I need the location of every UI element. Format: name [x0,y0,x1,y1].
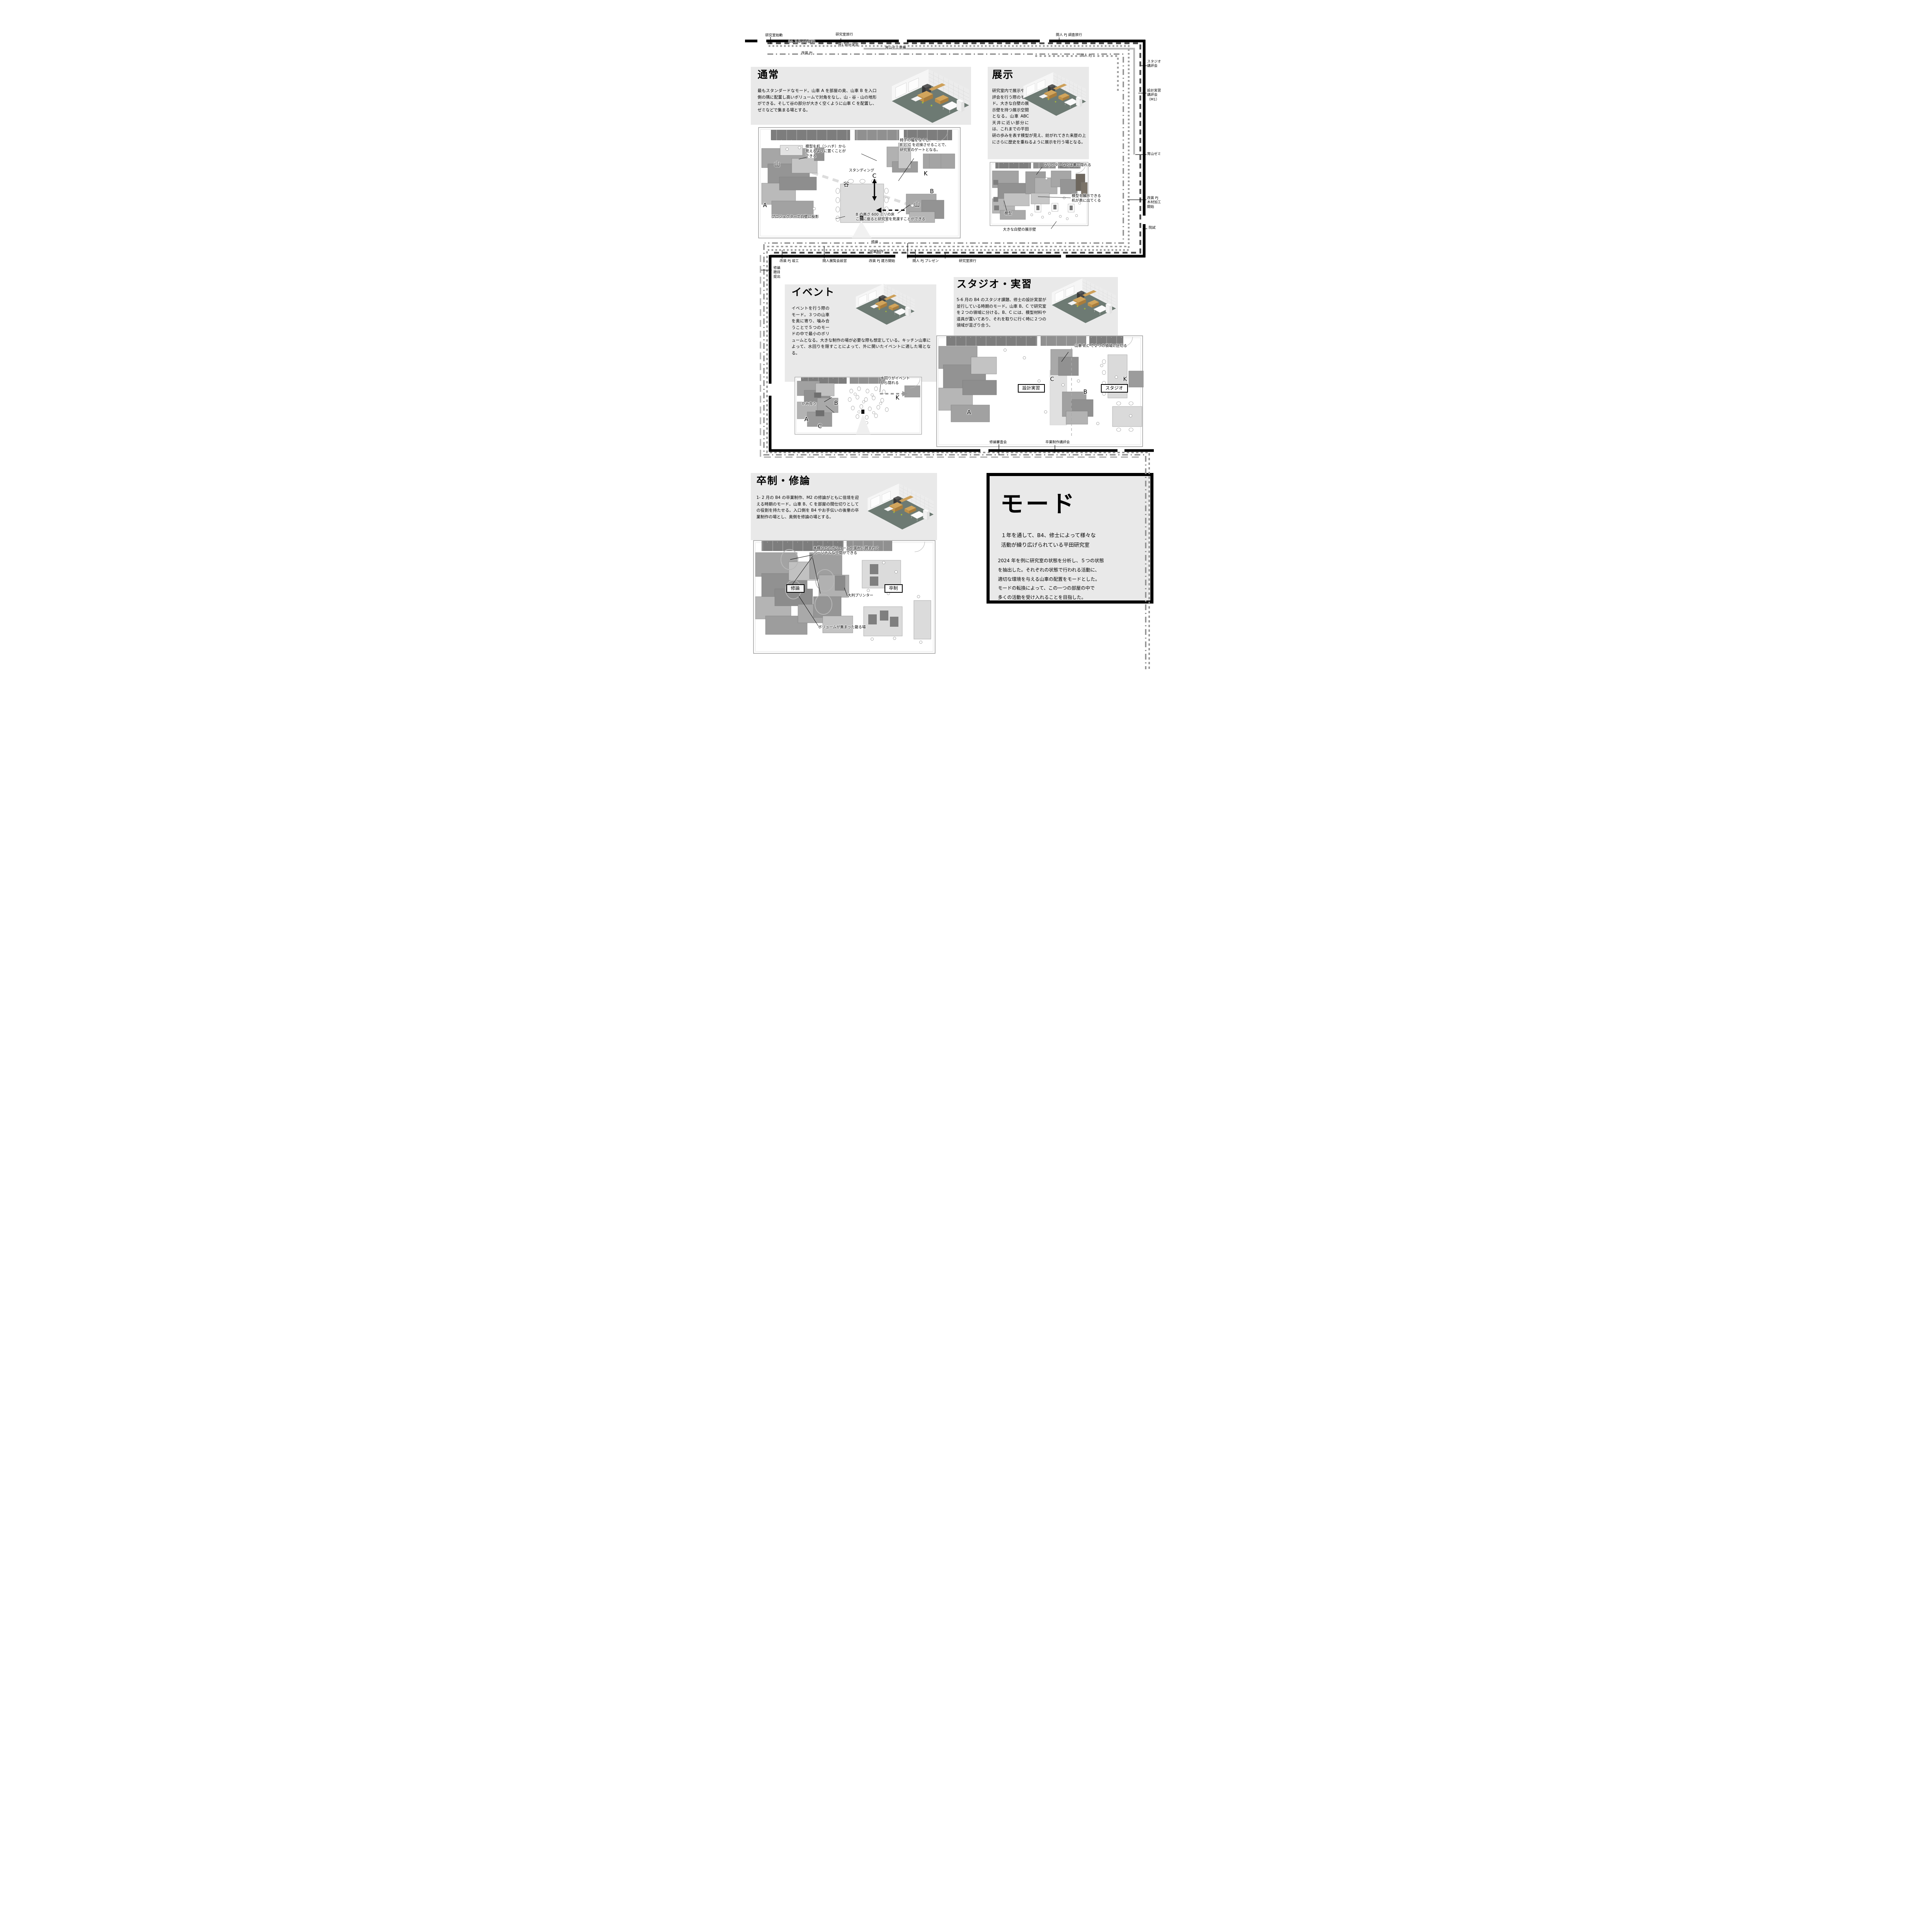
timeline-label-kaiso-pj-shunko: 改装 PJ 竣工 [779,259,799,263]
label-normal-k: K [924,170,928,177]
annotation-exhibition-desk: 模型を展示できる 机が表に出てくる [1072,194,1101,203]
mode-box-lead: １年を通して、B4、修士によって様々な 活動が繰り広げられている平田研究室 [1001,532,1096,548]
annotation-normal-shihachi: 模型を机（シハチ）から 見えるように置くことが できる [805,145,846,158]
isometric-view-normal [885,67,973,124]
timeline-label-taiza-pj-chosa-ryoko: 間人 PJ 調査旅行 [1056,33,1082,37]
section-body-normal: 最もスタンダードなモード。山車 A を部屋の奥、山車 B を入口側の隅に配置し高… [758,88,877,113]
label-studio-sekkei-box: 設計実習 [1017,384,1045,393]
isometric-view-thesis [861,474,937,538]
floor-plan-normal: 模型を机（シハチ）から 見えるように置くことが できる 椅子の幅をなくし、 B … [756,126,963,240]
timeline-label-b4-studio-kadai: B4 スタジオ課題 [788,40,815,44]
section-title-exhibition: 展示 [992,69,1014,81]
annotation-exhibition-model: 模型 [1004,211,1012,216]
section-body-thesis-text: 1- 2 月の B4 の卒業制作、M2 の修論がともに佳境を迎える時期のモード。… [756,495,859,519]
timeline-label-sekkei-jisshu-kohyokai: 設計実習 講評会 （M1） [1147,89,1161,102]
timeline-label-taiza-tenrankai: 間人展覧会設営 [822,259,847,263]
timeline-label-kaiso-pj-mokuzai: 改装 PJ 木材加工 開始 [1147,196,1161,209]
label-event-k: K [895,394,900,401]
floor-plan-event: 水回りがイベント から隠れる かみ合う B A C K [758,376,949,449]
section-body-thesis: 1- 2 月の B4 の卒業制作、M2 の修論がともに佳境を迎える時期のモード。… [757,495,859,520]
label-studio-b: B [1083,388,1087,395]
label-studio-studio-box: スタジオ [1101,384,1128,393]
annotation-exhibition-wall: 大きな白壁の展示壁 [1003,228,1036,232]
timeline-label-shuron: 修論 [871,240,878,244]
timeline-label-kenkyushitsu-ryoko-top: 研究室旅行 [835,33,853,37]
timeline-label-kenkyushitsu-ryoko-middle: 研究室旅行 [959,259,976,263]
label-studio-k: K [1123,376,1127,383]
timeline-label-taiza-pj-presen: 間人 PJ プレゼン [912,259,939,263]
timeline-label-shuron-shinsakai: 修論審査会 [989,440,1007,444]
section-title-thesis: 卒制・修論 [756,475,811,487]
annotation-studio-divide: 山車 B,C で２つの領域に区切る [1074,344,1127,348]
label-normal-b: B [930,188,934,195]
label-studio-a: A [967,409,971,416]
floor-plan-event-drawing [794,377,922,435]
section-body-studio: 5-6 月の B4 のスタジオ課題、修士の設計実習が並行している時期のモード。山… [957,297,1046,329]
timeline-label-taiza-pj: 間人 PJ [1080,54,1092,58]
timeline-label-inshi: 院試 [1148,226,1156,230]
timeline-label-kenkyushitsu-shido: 研究室始動 [765,34,783,37]
floor-plan-thesis: 本棚などのボリュームや面材に囲まれて パーソナルな空間ができる 修論 卒制 大判… [752,539,942,656]
timeline-label-sotsugyo-kohyokai: 卒業制作講評会 [1045,440,1070,444]
section-title-studio: スタジオ・実習 [956,279,1032,290]
floor-plan-thesis-drawing [753,540,936,654]
timeline-label-yoiyama-semi: 宵山ゼミ [1147,152,1161,156]
label-normal-mountain-left: 山 [774,161,780,168]
annotation-event-mizumawari: 水回りがイベント から隠れる [880,376,910,386]
floor-plan-exhibition: プリンターなどは裏に隠れる 模型を展示できる 机が表に出てくる 模型 大きな白壁… [988,161,1116,237]
section-body-normal-text: 最もスタンダードなモード。山車 A を部屋の奥、山車 B を入口側の隅に配置し高… [757,88,877,112]
section-title-event: イベント [791,287,835,298]
floor-plan-studio: 山車 B,C で２つの領域に区切る 設計実習 スタジオ C K B A [936,335,1145,449]
poster-page: 通常 最もスタンダードなモード。山車 A を部屋の奥、山車 B を入口側の隅に配… [719,0,1198,678]
label-studio-c: C [1050,376,1054,383]
annotation-exhibition-printer: プリンターなどは裏に隠れる [1043,163,1092,167]
label-event-c: C [818,423,822,430]
annotation-normal-projector: プロジェクターで白壁に投影 [771,215,819,219]
label-normal-valley: 谷 [843,181,849,188]
label-thesis-shuron-box: 修論 [786,584,805,593]
timeline-label-kaiso-pj: 改装 PJ [801,51,813,55]
label-thesis-sotsusei-box: 卒制 [884,584,903,593]
isometric-view-event [832,283,936,325]
annotation-normal-floor600: B の高さ 600 ミリの床 ここに座ると研究室を見渡すことができる [856,213,925,222]
annotation-thesis-oban-printer: 大判プリンター [847,594,874,598]
timeline-label-sotsugyo-seisaku: 卒業制作 [869,250,884,254]
timeline-label-m1-sekkei-jisshu: M1 設計実習 [838,43,859,47]
annotation-normal-gate: 椅子の幅をなくし、 B と C を近接させることで、 研究室のゲートとなる。 [900,138,949,152]
label-normal-c: C [872,172,876,179]
mode-box-title: モード [1000,491,1077,518]
isometric-view-studio [1046,277,1119,324]
label-normal-mountain-right: 山 [914,201,920,208]
label-event-a: A [804,416,808,423]
annotation-thesis-personal: 本棚などのボリュームや面材に囲まれて パーソナルな空間ができる [813,546,879,556]
timeline-label-studio-kohyokai: スタジオ 講評会 [1147,60,1161,68]
section-body-studio-text: 5-6 月の B4 のスタジオ課題、修士の設計実習が並行している時期のモード。山… [956,298,1046,328]
annotation-thesis-komoru: ボリュームが集まった籠る場 [818,625,866,629]
mode-box: モード １年を通して、B4、修士によって様々な 活動が繰り広げられている平田研究… [986,473,1153,604]
timeline-label-kaiso-pj-tatekata: 改装 PJ 建方開始 [869,259,895,263]
mode-box-body: 2024 年を例に研究室の状態を分析し、５つの状態 を抽出した。それぞれの状態で… [998,558,1104,600]
annotation-normal-standing: スタンディング [849,168,874,173]
annotation-event-kamiau: かみ合う [801,402,816,406]
label-normal-a: A [763,202,767,209]
isometric-view-exhibition [1017,69,1089,119]
timeline-label-yoiyama-semi-junbi: 宵山ゼミ準備 [885,46,906,50]
timeline-label-shuron-daimoku: 修論 題目 提出 [773,266,781,279]
label-event-b: B [834,400,838,406]
section-title-normal: 通常 [757,69,779,81]
